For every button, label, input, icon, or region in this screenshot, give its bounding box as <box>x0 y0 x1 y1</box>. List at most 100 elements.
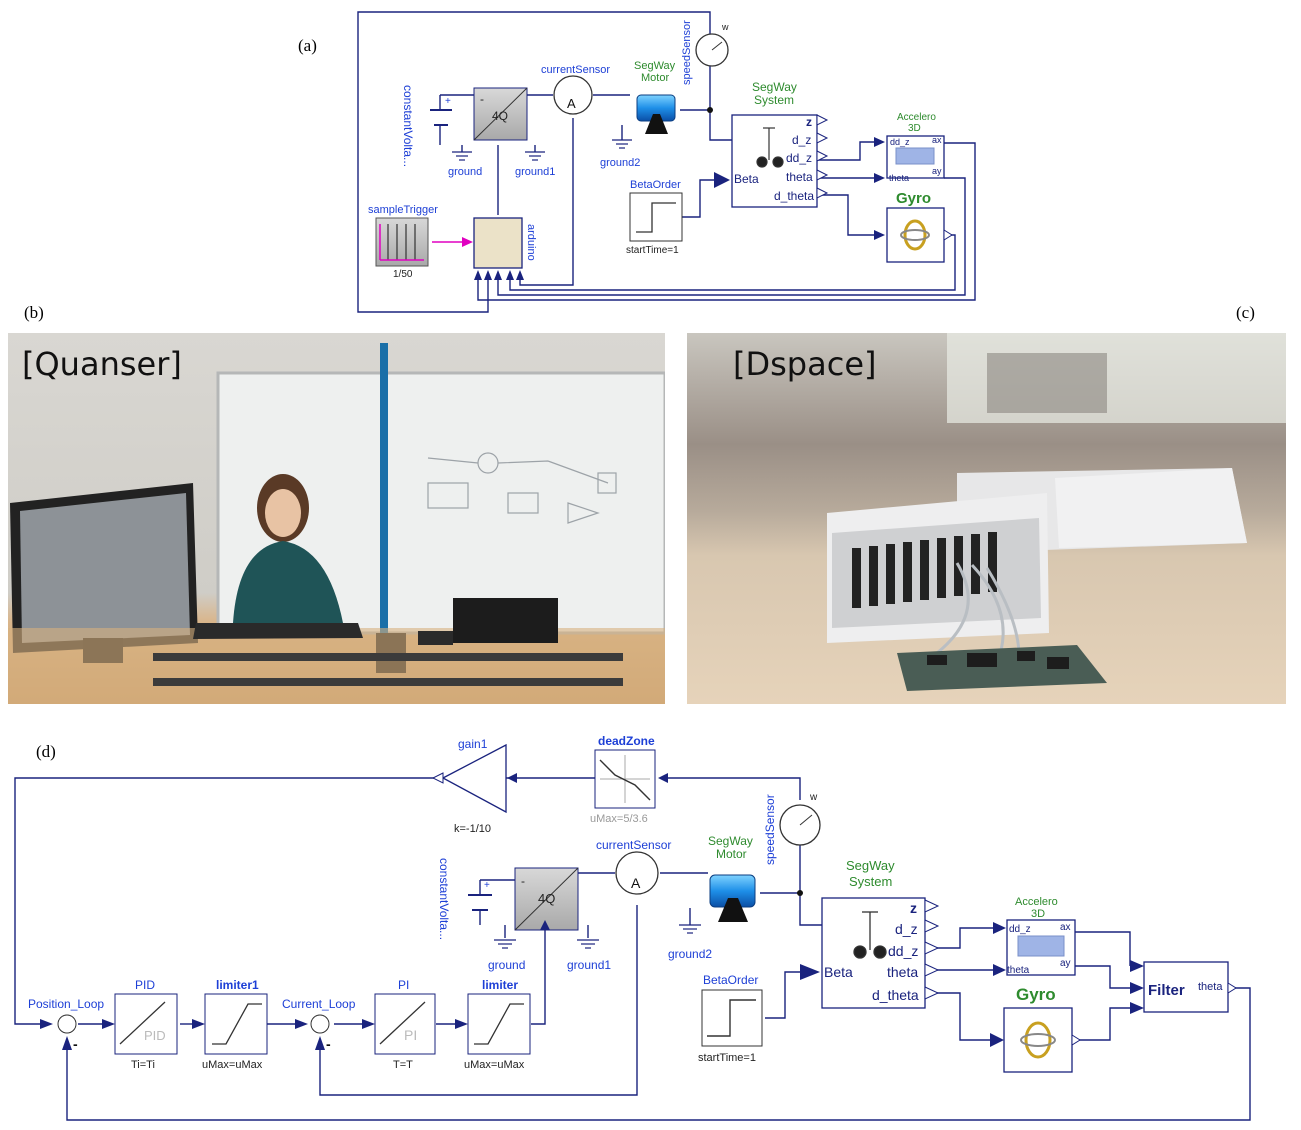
accel-label-d-2: 3D <box>1031 908 1045 920</box>
gain-label-d: gain1 <box>458 737 488 751</box>
port-dz-d: d_z <box>895 921 918 937</box>
pi-inner-d: PI <box>404 1027 417 1043</box>
gain-k-d: k=-1/10 <box>454 823 491 835</box>
port-z-d: z <box>910 900 917 916</box>
accel-ay-a: ay <box>932 166 942 176</box>
system-label-d-2: System <box>849 874 892 889</box>
accel-ax-d: ax <box>1060 922 1071 933</box>
speed-w-a: w <box>721 22 729 32</box>
arduino-block-a <box>473 217 523 269</box>
pi-block-d <box>374 993 436 1055</box>
ground1-label-d: ground1 <box>567 958 611 972</box>
pid-inner-d: PID <box>144 1028 166 1043</box>
speed-sensor-label-d: speedSensor <box>763 794 777 865</box>
sample-period-a: 1/50 <box>393 269 413 280</box>
gyro-block-a <box>886 207 945 263</box>
accel-ax-a: ax <box>932 135 942 145</box>
deadzone-umax-d: uMax=5/3.6 <box>590 813 648 825</box>
gyro-icon-a <box>900 219 930 251</box>
accel-theta-d: theta <box>1007 965 1030 976</box>
limiter1-label-d: limiter1 <box>216 978 259 992</box>
beta-order-block-a <box>629 192 683 242</box>
system-label-a-1: SegWay <box>752 80 797 94</box>
current-sensor-label-d: currentSensor <box>596 838 671 852</box>
system-label-a-2: System <box>754 93 794 107</box>
dspace-photo: [Dspace] <box>687 333 1286 704</box>
gyro-label-a: Gyro <box>896 190 931 207</box>
filter-block-d <box>1143 961 1229 1013</box>
limiter1-block-d <box>204 993 268 1055</box>
current-sum-d <box>310 1014 330 1034</box>
gyro-block-d <box>1003 1007 1073 1073</box>
current-loop-label-d: Current_Loop <box>282 997 356 1011</box>
port-ddz-d: dd_z <box>888 943 918 959</box>
position-sum-d <box>57 1014 77 1034</box>
panel-label-b: (b) <box>24 303 44 322</box>
segway-icon-a <box>756 127 784 168</box>
sample-trigger-block-a <box>375 217 429 267</box>
accel-theta-a: theta <box>889 173 909 183</box>
ground-label-d: ground <box>488 958 525 972</box>
panel-label-a: (a) <box>298 36 317 55</box>
ground2-label-d: ground2 <box>668 947 712 961</box>
diagram-a: + constantVolta... - 4Q ground ground1 g… <box>357 11 976 313</box>
port-ddz-a: dd_z <box>786 151 812 165</box>
dspace-tag: [Dspace] <box>733 345 877 383</box>
gyro-label-d: Gyro <box>1016 985 1056 1004</box>
segway-icon-d <box>853 911 887 959</box>
ground-label-a: ground <box>448 166 482 178</box>
system-label-d-1: SegWay <box>846 858 895 873</box>
panel-label-d: (d) <box>36 742 56 761</box>
sample-trigger-label-a: sampleTrigger <box>368 204 438 216</box>
accel-ddz-a: dd_z <box>890 137 910 147</box>
gyro-icon-d <box>1020 1021 1056 1059</box>
start-time-a: startTime=1 <box>626 245 679 256</box>
current-sensor-label-a: currentSensor <box>541 64 610 76</box>
speed-sensor-label-a: speedSensor <box>681 20 693 85</box>
port-z-a: z <box>806 115 812 129</box>
beta-order-label-d: BetaOrder <box>703 973 758 987</box>
motor-label-a-1: SegWay <box>634 60 676 72</box>
pid-param-d: Ti=Ti <box>131 1059 155 1071</box>
port-beta-d: Beta <box>824 964 853 980</box>
port-theta-d: theta <box>887 964 918 980</box>
accel-ddz-d: dd_z <box>1009 924 1031 935</box>
speed-w-d: w <box>809 792 818 803</box>
accel-ay-d: ay <box>1060 958 1071 969</box>
constant-voltage-label-a: constantVolta... <box>401 85 415 167</box>
current-sensor-a <box>553 75 593 115</box>
pi-param-d: T=T <box>393 1059 413 1071</box>
battery-plus-d: + <box>484 880 490 891</box>
limiter-param-d: uMax=uMax <box>464 1059 525 1071</box>
filter-out-label-d: theta <box>1198 981 1223 993</box>
start-time-d: startTime=1 <box>698 1052 756 1064</box>
filter-label-d: Filter <box>1148 982 1185 999</box>
diagram-d: gain1 k=-1/10 deadZone uMax=5/3.6 w spee… <box>14 734 1251 1121</box>
pid-block-d <box>114 993 178 1055</box>
quanser-photo: [Quanser] <box>8 333 665 704</box>
accel-label-a-2: 3D <box>908 123 921 134</box>
quanser-tag: [Quanser] <box>22 345 182 383</box>
position-sum-minus-d: - <box>73 1036 78 1052</box>
ground2-label-a: ground2 <box>600 157 640 169</box>
pi-label-d: PI <box>398 978 409 992</box>
limiter-label-d: limiter <box>482 978 518 992</box>
port-theta-a: theta <box>786 170 813 184</box>
panel-label-c: (c) <box>1236 303 1255 322</box>
converter-label-d: 4Q <box>538 891 555 906</box>
ground1-label-a: ground1 <box>515 166 555 178</box>
motor-label-d-2: Motor <box>716 847 747 861</box>
limiter1-param-d: uMax=uMax <box>202 1059 263 1071</box>
motor-label-a-2: Motor <box>641 72 669 84</box>
ammeter-d: A <box>631 875 641 891</box>
port-beta-a: Beta <box>734 172 759 186</box>
motor-label-d-1: SegWay <box>708 834 753 848</box>
battery-plus-a: + <box>445 96 451 107</box>
converter-label-a: 4Q <box>492 109 508 123</box>
port-dz-a: d_z <box>792 133 811 147</box>
deadzone-label-d: deadZone <box>598 734 655 748</box>
converter-minus-d: - <box>521 874 525 888</box>
current-sum-minus-d: - <box>326 1036 331 1052</box>
accel-label-d-1: Accelero <box>1015 896 1058 908</box>
port-dtheta-d: d_theta <box>872 987 919 1003</box>
